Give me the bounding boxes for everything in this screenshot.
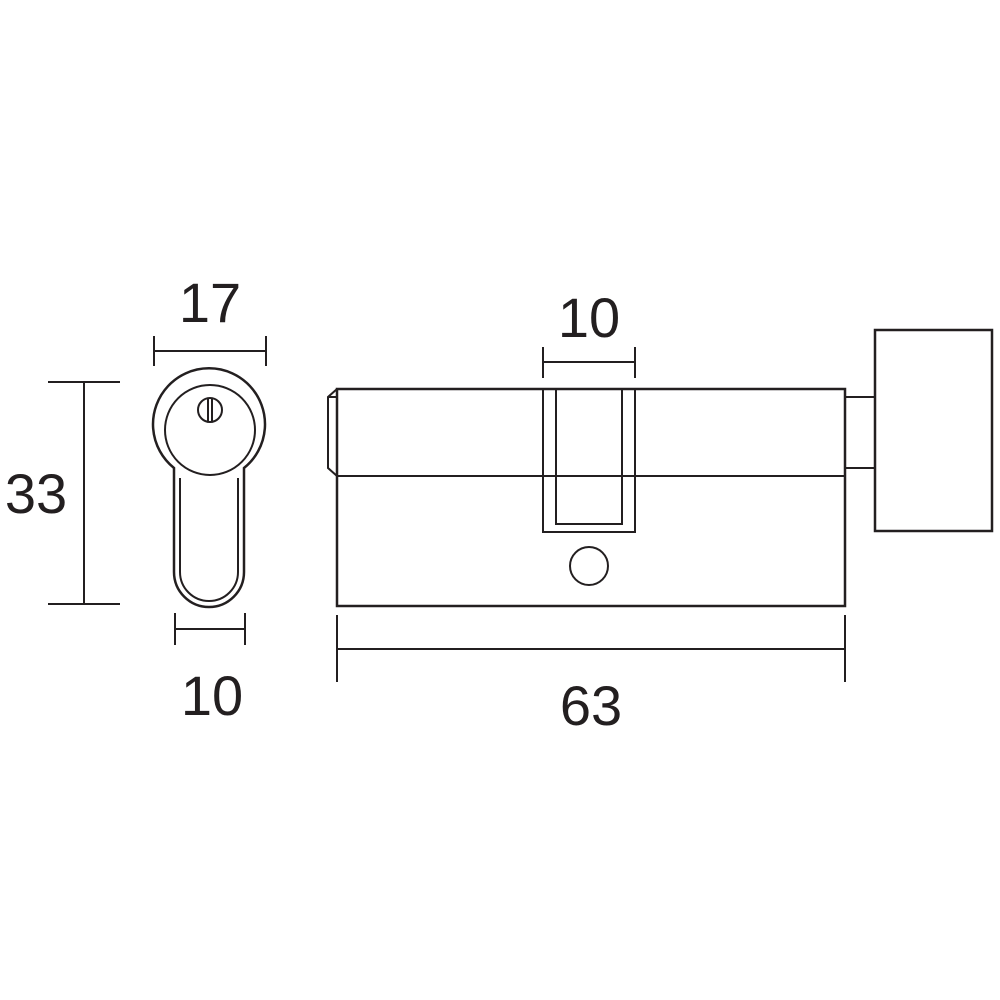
fixing-hole-icon	[569, 546, 609, 586]
thumb-turn-shaft	[844, 396, 876, 469]
cam-slot-outer	[542, 389, 636, 533]
dim-cam-width: 10	[542, 286, 636, 378]
side-view	[327, 328, 994, 608]
dim-label-10-top: 10	[558, 286, 620, 349]
front-plug-circle	[164, 384, 256, 476]
front-outer-profile	[151, 367, 267, 609]
dim-total-length: 63	[336, 615, 846, 737]
cylinder-body	[335, 387, 847, 608]
dim-label-17: 17	[179, 271, 241, 334]
front-inner-lobe	[179, 478, 239, 602]
thumb-turn-knob-icon	[873, 328, 994, 533]
dim-label-63: 63	[560, 674, 622, 737]
front-view	[151, 367, 267, 609]
front-screw-icon	[197, 397, 223, 423]
left-cap	[327, 388, 338, 477]
dim-label-33: 33	[5, 462, 67, 525]
dim-front-width-top: 17	[153, 271, 267, 366]
dim-front-width-bottom: 10	[174, 613, 246, 727]
dim-front-height: 33	[5, 381, 120, 605]
dim-label-10-bottom: 10	[181, 664, 243, 727]
cam-slot-inner	[555, 389, 623, 525]
